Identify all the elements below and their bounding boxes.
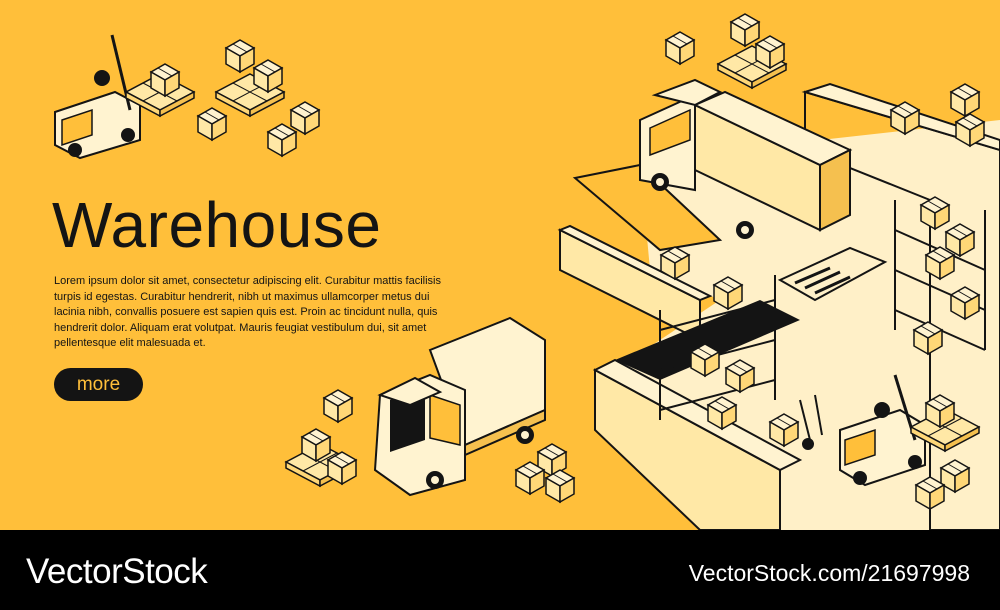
page-title: Warehouse xyxy=(52,189,382,261)
image-reference: VectorStock.com/21697998 xyxy=(688,560,970,586)
hero-banner: Warehouse Lorem ipsum dolor sit amet, co… xyxy=(52,13,1000,530)
forklift-icon xyxy=(839,374,926,487)
warehouse-illustration xyxy=(54,13,1000,530)
hero-description: Lorem ipsum dolor sit amet, consectetur … xyxy=(54,275,441,350)
more-button[interactable]: more xyxy=(54,368,143,401)
hand-truck-icon xyxy=(799,394,823,450)
brand-logo: VectorStock xyxy=(26,552,208,591)
watermark-footer: VectorStock VectorStock.com/21697998 xyxy=(0,530,1000,610)
truck-icon xyxy=(639,78,853,239)
